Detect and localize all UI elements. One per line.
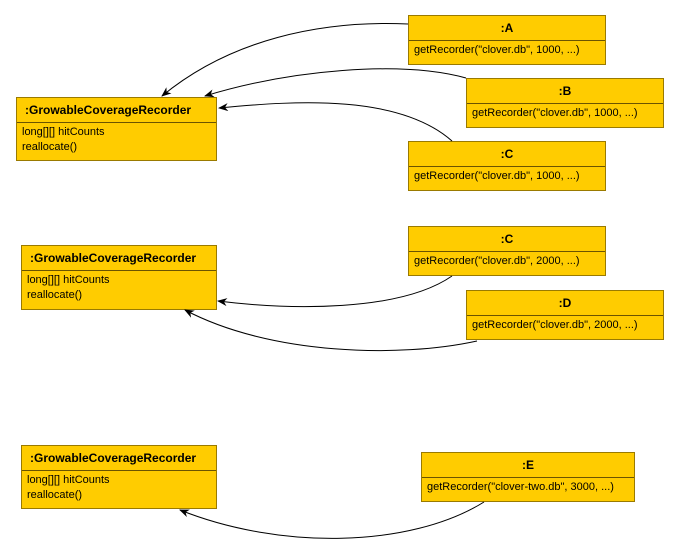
caller-call-c2: getRecorder("clover.db", 2000, ...) [414, 255, 580, 267]
recorder-body-2: long[][] hitCounts reallocate() [22, 271, 216, 303]
caller-title-d: :D [467, 291, 663, 316]
recorder-box-2[interactable]: :GrowableCoverageRecorder long[][] hitCo… [21, 245, 217, 310]
recorder-field-hitcounts: long[][] hitCounts [27, 274, 110, 286]
caller-call-e: getRecorder("clover-two.db", 3000, ...) [427, 481, 614, 493]
caller-title-b: :B [467, 79, 663, 104]
caller-box-b[interactable]: :B getRecorder("clover.db", 1000, ...) [466, 78, 664, 128]
caller-box-c2[interactable]: :C getRecorder("clover.db", 2000, ...) [408, 226, 606, 276]
recorder-body-1: long[][] hitCounts reallocate() [17, 123, 216, 155]
recorder-field-hitcounts: long[][] hitCounts [22, 126, 105, 138]
recorder-box-3[interactable]: :GrowableCoverageRecorder long[][] hitCo… [21, 445, 217, 509]
caller-title-c2: :C [409, 227, 605, 252]
recorder-method-reallocate: reallocate() [27, 289, 83, 301]
arrow-a-to-recorder-1 [161, 23, 409, 97]
caller-call-b: getRecorder("clover.db", 1000, ...) [472, 107, 638, 119]
recorder-field-hitcounts: long[][] hitCounts [27, 474, 110, 486]
caller-box-a[interactable]: :A getRecorder("clover.db", 1000, ...) [408, 15, 606, 65]
recorder-method-reallocate: reallocate() [22, 141, 78, 153]
caller-box-d[interactable]: :D getRecorder("clover.db", 2000, ...) [466, 290, 664, 340]
arrow-b-to-recorder-1 [204, 68, 467, 98]
caller-call-d: getRecorder("clover.db", 2000, ...) [472, 319, 638, 331]
caller-title-c1: :C [409, 142, 605, 167]
recorder-title-2: :GrowableCoverageRecorder [22, 246, 216, 271]
arrow-c1-to-recorder-1 [218, 102, 453, 142]
caller-box-c1[interactable]: :C getRecorder("clover.db", 1000, ...) [408, 141, 606, 191]
caller-call-a: getRecorder("clover.db", 1000, ...) [414, 44, 580, 56]
recorder-box-1[interactable]: :GrowableCoverageRecorder long[][] hitCo… [16, 97, 217, 161]
recorder-title-1: :GrowableCoverageRecorder [17, 98, 216, 123]
caller-title-a: :A [409, 16, 605, 41]
recorder-body-3: long[][] hitCounts reallocate() [22, 471, 216, 503]
recorder-title-3: :GrowableCoverageRecorder [22, 446, 216, 471]
arrow-d-to-recorder-2 [184, 309, 478, 352]
arrow-e-to-recorder-3 [179, 501, 485, 539]
caller-call-c1: getRecorder("clover.db", 1000, ...) [414, 170, 580, 182]
caller-title-e: :E [422, 453, 634, 478]
caller-box-e[interactable]: :E getRecorder("clover-two.db", 3000, ..… [421, 452, 635, 502]
arrow-c2-to-recorder-2 [217, 275, 453, 308]
recorder-method-reallocate: reallocate() [27, 489, 83, 501]
